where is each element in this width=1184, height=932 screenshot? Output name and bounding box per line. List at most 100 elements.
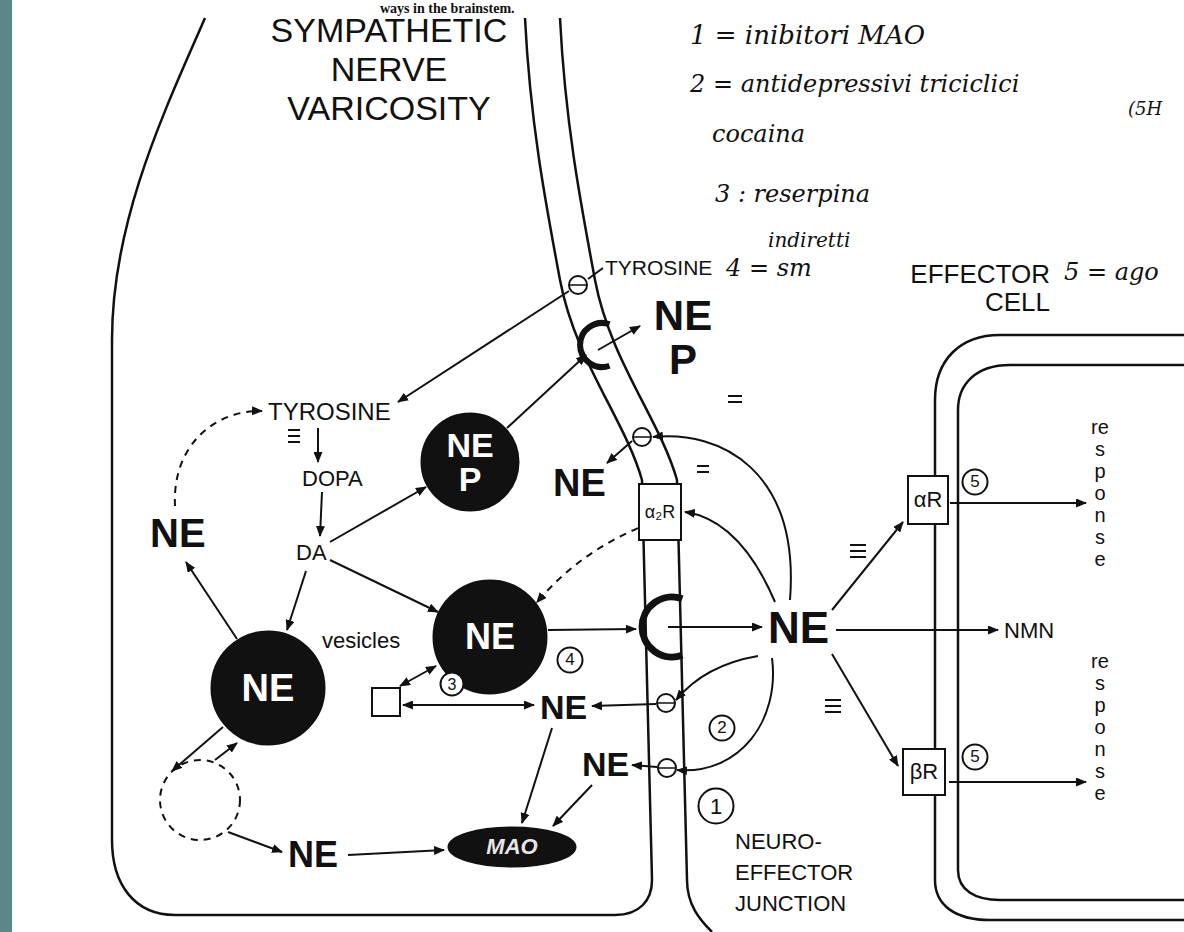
- connector-arrow: [537, 528, 638, 602]
- inhibition-mark: [850, 556, 866, 558]
- label-anchor: NE: [553, 462, 606, 504]
- transporter: [658, 759, 676, 777]
- label-anchor: NE: [150, 510, 206, 556]
- transporter: [569, 276, 587, 294]
- label-anchor: 2 = antidepressivi triciclici: [690, 70, 1019, 99]
- exocytosis-arrow: [598, 326, 640, 350]
- release-arrow: [668, 626, 762, 628]
- callout-number: 2: [717, 718, 726, 738]
- inhibition-mark: [697, 465, 709, 467]
- uptake-arrow: [632, 765, 657, 767]
- substance-name: TYROSINE: [605, 256, 712, 280]
- callout-circle-shape: [441, 673, 464, 696]
- callout-circle-shape: [699, 789, 734, 824]
- varicosity-membrane: [112, 18, 652, 915]
- vesicle: NE P: [420, 412, 520, 512]
- response-label: response: [1090, 650, 1110, 804]
- inhibition-mark: [825, 705, 841, 707]
- metabolism-arrow: [553, 785, 592, 826]
- inhibition-mark: [728, 395, 742, 397]
- inhibition-mark: [850, 544, 866, 546]
- label-anchor: DA: [296, 540, 327, 565]
- label-anchor: NE: [540, 688, 587, 726]
- autoreceptor-arrow: [685, 512, 775, 602]
- synthesis-arrow: [317, 428, 319, 462]
- synthesis-arrow: [330, 560, 438, 612]
- callout-circle: 2: [708, 714, 736, 742]
- callout-circle: 5: [961, 468, 989, 496]
- substance-name: NE: [582, 745, 629, 783]
- mao-mitochondrion: MAO: [447, 826, 577, 868]
- metabolism-arrow: [522, 728, 552, 823]
- handwritten-note: 4 = sm: [726, 254, 812, 283]
- receptor-arrow: [832, 654, 898, 766]
- recycle-arrow: [215, 743, 237, 760]
- substance-name: NMN: [1004, 618, 1054, 643]
- callout-number: 3: [448, 675, 457, 694]
- enzyme-name: MAO: [486, 834, 537, 860]
- effector-membrane: [935, 335, 1184, 920]
- inhibition-mark: [850, 550, 866, 552]
- inhibition-mark: [825, 711, 841, 713]
- label-anchor: vesicles: [322, 628, 400, 653]
- vesicle-shape: [434, 581, 547, 694]
- inhibition-mark: [825, 699, 841, 701]
- synthesis-arrow: [330, 487, 426, 542]
- part-name: vesicles: [322, 628, 400, 653]
- region-heading: EFFECTOR CELL: [860, 260, 1050, 316]
- vesicle-content: NE P: [440, 428, 500, 496]
- callout-circle: 4: [556, 646, 584, 674]
- vesicle-content: NE: [465, 618, 515, 656]
- handwritten-note: 5 = ago: [1064, 258, 1159, 287]
- label-anchor: NE: [768, 604, 829, 652]
- vmat-site: [372, 688, 400, 716]
- label-anchor: response: [1090, 650, 1110, 804]
- handwritten-note: 3 : reserpina: [715, 180, 870, 209]
- substance-name: TYROSINE: [268, 398, 391, 426]
- vesicle-shape: [212, 632, 325, 745]
- reuptake-arrow: [676, 656, 758, 700]
- exocytosis-arrow: [507, 355, 586, 428]
- inhibition-mark: [288, 429, 300, 431]
- storage-arrow: [403, 704, 534, 706]
- label-anchor: TYROSINE: [605, 256, 712, 280]
- label-anchor: indiretti: [768, 228, 850, 252]
- receptor-name: αR: [914, 487, 943, 513]
- region-name: NEURO- EFFECTOR JUNCTION: [735, 826, 870, 919]
- response-label: response: [1090, 416, 1110, 570]
- label-anchor: NE P: [650, 294, 716, 382]
- receptor-name: βR: [910, 759, 939, 785]
- mao-mitochondrion-shape: [449, 828, 576, 867]
- callout-circle: 3: [439, 671, 465, 697]
- region-heading: SYMPATHETIC NERVE VARICOSITY: [254, 11, 524, 128]
- leak-arrow: [186, 562, 237, 639]
- handwritten-note: 1 = inibitori MAO: [690, 20, 925, 50]
- substance-name: NE: [150, 510, 206, 556]
- substance-name: NE: [288, 834, 338, 875]
- substance-name: NE: [553, 462, 606, 504]
- effector-cell: EFFECTOR CELL αR 5 βR 5: [860, 258, 1184, 930]
- callout-circle-shape: [963, 470, 988, 495]
- release-arrow: [548, 629, 636, 630]
- label-anchor: cocaina: [712, 120, 805, 149]
- vesicle-shape: [422, 414, 519, 511]
- substance-name: NE P: [650, 294, 716, 382]
- label-anchor: 3 : reserpina: [715, 180, 870, 209]
- vesicle: NE: [210, 630, 326, 746]
- receptor-name: α₂R: [645, 501, 675, 523]
- beta-receptor: βR: [902, 748, 946, 796]
- metabolism-arrow: [228, 832, 282, 852]
- label-anchor: 1 = inibitori MAO: [690, 20, 925, 50]
- uptake-arrow: [607, 441, 632, 463]
- substance-name: DA: [296, 540, 327, 565]
- handwritten-note: indiretti: [768, 228, 850, 252]
- callout-circle: 5: [961, 743, 989, 771]
- feedback-arrow: [175, 411, 262, 506]
- transporter-bar: [658, 767, 676, 769]
- callout-circle-shape: [963, 745, 988, 770]
- synthesis-arrow: [287, 571, 306, 630]
- metabolism-arrow: [836, 629, 998, 631]
- inhibition-mark: [728, 401, 742, 403]
- handwritten-note: cocaina: [712, 120, 805, 149]
